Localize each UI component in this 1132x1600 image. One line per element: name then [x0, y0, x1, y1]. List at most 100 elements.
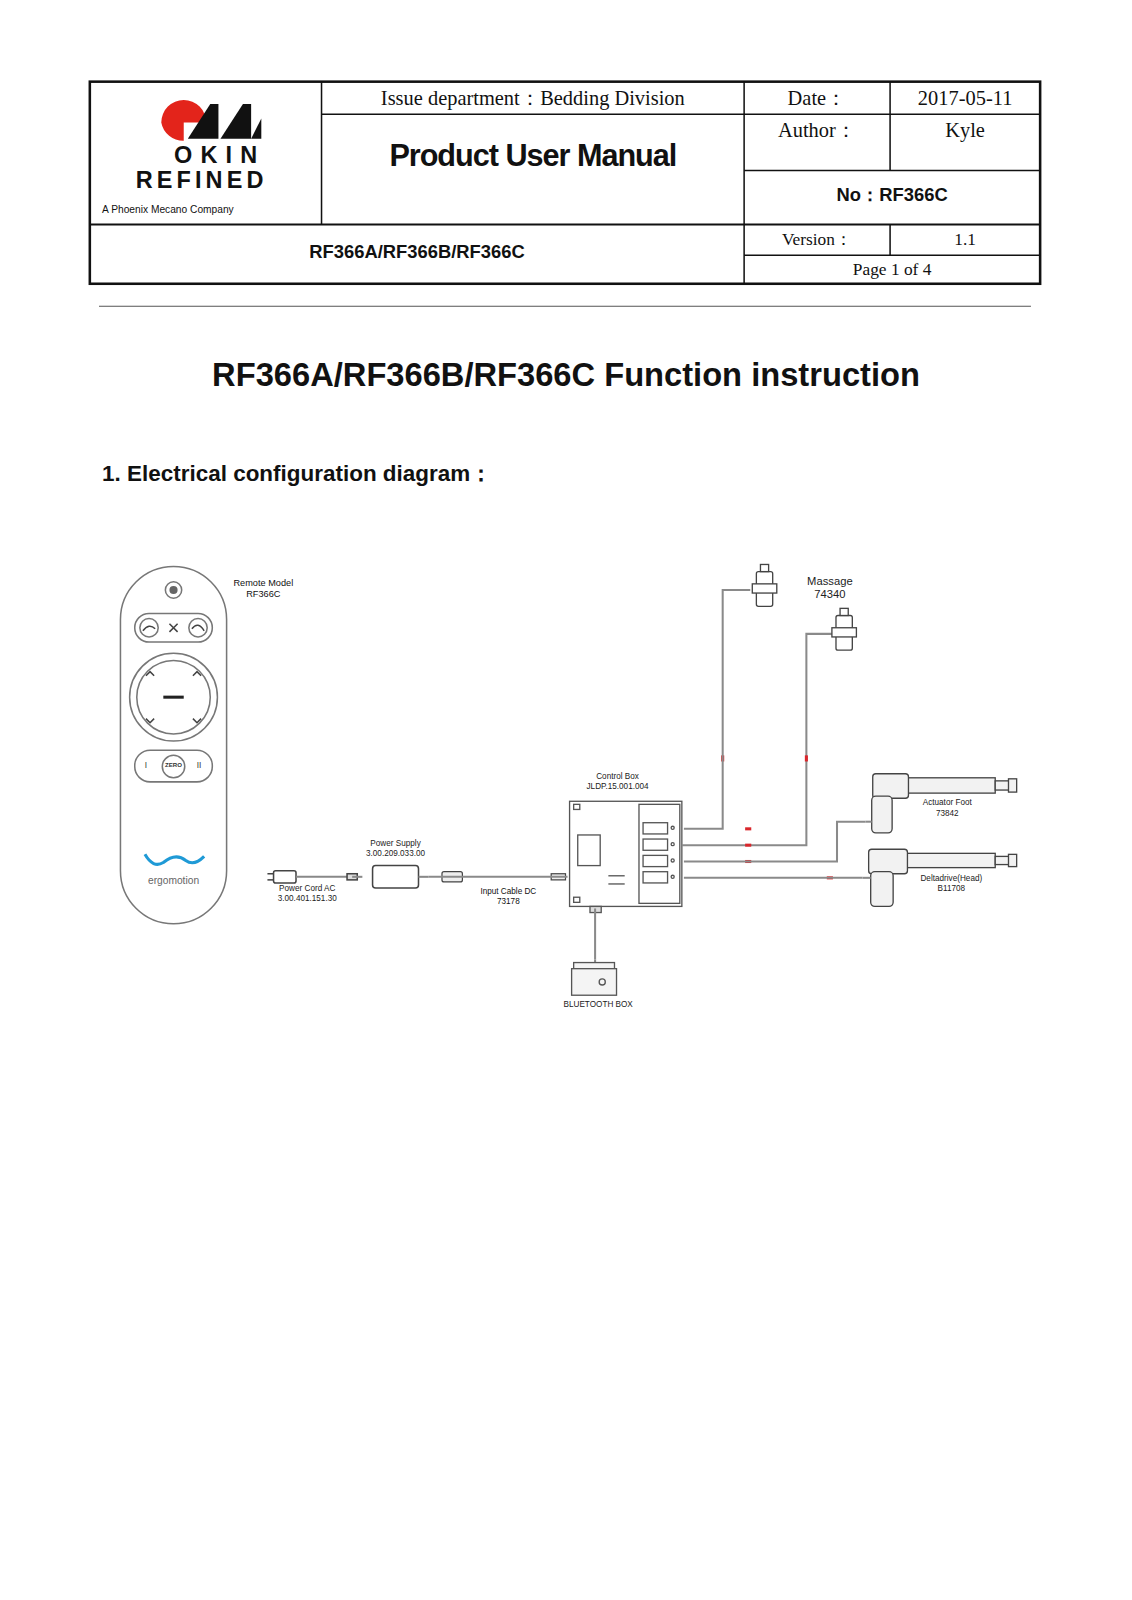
header-table [743, 82, 745, 284]
deltadrive-head [863, 849, 1017, 906]
header-table [321, 82, 323, 225]
actuator-foot [873, 774, 909, 798]
power-supply [373, 866, 419, 888]
cable [594, 908, 596, 959]
remote-control [120, 567, 226, 924]
logo-text: OKIN [153, 142, 265, 170]
power-cord [267, 871, 357, 883]
massage-motor [832, 608, 856, 650]
table-cell: 2017-05-11 [890, 86, 1040, 110]
power-supply [373, 866, 429, 888]
deltadrive-head [869, 849, 908, 873]
actuator-foot [866, 821, 872, 823]
remote-control [120, 567, 226, 924]
control-box [643, 839, 667, 850]
header-table [90, 82, 1040, 284]
header-table [889, 225, 891, 256]
remote-control [145, 854, 204, 864]
massage-wire [682, 634, 832, 845]
control-box [578, 835, 600, 866]
control-box [608, 875, 624, 876]
header-table [90, 82, 1040, 307]
part-label: Input Cable DC 73178 [473, 887, 544, 907]
control-box [608, 883, 624, 884]
bluetooth-box [572, 969, 617, 996]
header-table [90, 224, 1040, 226]
actuator-foot [872, 796, 892, 833]
remote-control [137, 660, 210, 733]
massage-wire [682, 634, 832, 845]
remote-control [135, 750, 213, 782]
deltadrive-head [995, 856, 1009, 864]
header-table [744, 170, 1040, 172]
company-logo [220, 104, 251, 139]
power-cord [267, 873, 273, 875]
part-label: BLUETOOTH BOX [551, 1000, 645, 1010]
remote-control [146, 672, 201, 723]
deltadrive-head [1008, 854, 1016, 866]
deltadrive-head [863, 877, 871, 879]
remote-control [163, 696, 183, 699]
power-cord [274, 871, 296, 883]
button-label: II [193, 760, 205, 770]
table-cell: Date： [744, 86, 890, 110]
actuator-foot [1008, 779, 1016, 792]
logo-text: REFINED [98, 166, 267, 194]
cable-tag [745, 827, 751, 830]
control-box [574, 897, 580, 902]
table-cell: Page 1 of 4 [744, 259, 1040, 280]
table-cell: RF366A/RF366B/RF366C [90, 242, 744, 264]
cable [352, 876, 362, 878]
part-label: Deltadrive(Head) B11708 [914, 874, 990, 894]
power-supply-part: Power Supply 3.00.209.033.00 [362, 839, 428, 890]
massage-motor [840, 608, 848, 615]
actuator-foot [995, 781, 1009, 790]
control-box [671, 859, 674, 862]
massage-motor [760, 564, 768, 571]
cable [684, 877, 863, 879]
table-cell: Kyle [890, 117, 1040, 141]
remote-control [189, 619, 207, 637]
massage-motor [752, 584, 776, 593]
control-box [671, 875, 674, 878]
cable-tag [745, 844, 751, 847]
remote-control [140, 619, 158, 637]
part-label: Remote Model RF366C [231, 578, 296, 600]
remote-control [165, 582, 181, 598]
header-table [322, 114, 1041, 116]
button-label: ZERO [162, 761, 184, 768]
header-table [744, 254, 1040, 256]
control-box [639, 804, 680, 903]
control-box [671, 826, 674, 829]
header-table [99, 306, 1031, 307]
control-box [574, 804, 580, 809]
actuator-part: Deltadrive(Head) B11708 [863, 847, 1017, 908]
table-cell: Author： [744, 117, 890, 141]
bluetooth-box [599, 979, 605, 985]
cable [684, 822, 866, 862]
bluetooth-box [572, 959, 617, 995]
part-label: Actuator Foot 73842 [916, 798, 979, 818]
button-label: I [141, 760, 151, 770]
cable-tag [805, 755, 808, 761]
control-box [643, 872, 667, 883]
remote-control [130, 653, 218, 741]
company-logo [188, 104, 219, 139]
power-cord-part: Power Cord AC 3.00.401.151.30 [267, 866, 352, 914]
logo-subtitle: A Phoenix Mecano Company [102, 204, 265, 216]
remote-control [162, 755, 184, 777]
power-cord [296, 876, 352, 878]
remote-control [169, 586, 177, 594]
cable [684, 590, 750, 829]
control-box [643, 823, 667, 834]
remote-control [169, 624, 177, 632]
control-box-part: Control Box JLDP.15.001.004 [568, 772, 684, 909]
actuator-part: Actuator Foot 73842 [866, 772, 1017, 835]
massage-part: Massage 74340 [750, 561, 860, 614]
table-cell: 1.1 [890, 230, 1040, 251]
actuator-foot [866, 774, 1017, 833]
table-cell: Version： [744, 230, 890, 251]
page-title: RF366A/RF366B/RF366C Function instructio… [41, 355, 1091, 394]
bluetooth-box [574, 963, 615, 969]
